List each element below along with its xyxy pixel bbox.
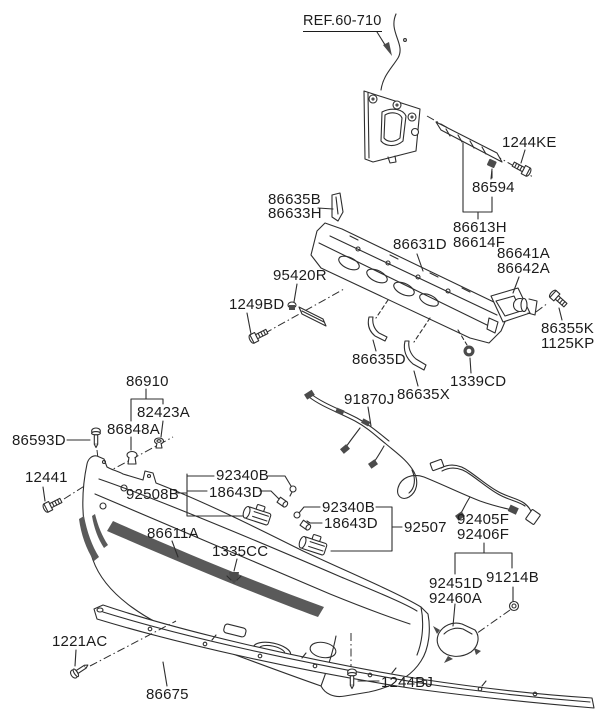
reflector-92451d-art: [433, 603, 481, 663]
part-label-92340b-1: 92340B: [216, 467, 269, 484]
part-label-92460a: 92460A: [429, 590, 482, 607]
harness-91870j-art: [304, 389, 519, 521]
part-label-86631d: 86631D: [393, 236, 447, 253]
part-label-86355k: 86355K: [541, 320, 594, 337]
part-label-86848a: 86848A: [107, 421, 160, 438]
part-label-1221ac: 1221AC: [52, 633, 108, 650]
part-label-86642a: 86642A: [497, 260, 550, 277]
bumper-cover-art: [79, 455, 430, 698]
part-label-86593d: 86593D: [12, 432, 66, 449]
part-label-86635b: 86635B: [268, 191, 321, 208]
bracket-86635d-art: [367, 299, 389, 352]
grommet-1339cd-art: [457, 329, 475, 374]
part-label-92451d: 92451D: [429, 575, 483, 592]
license-lamp-group2-art: [293, 506, 403, 556]
bracket-86635b-art: [317, 192, 344, 222]
camera-86641a-art: [490, 276, 570, 323]
part-label-91870j: 91870J: [344, 391, 395, 408]
part-label-86635x: 86635X: [397, 386, 450, 403]
trim-strip-art: [426, 115, 534, 220]
protector-86675-art: [68, 604, 595, 709]
part-label-1244ke: 1244KE: [502, 134, 557, 151]
part-label-18643d-2: 18643D: [324, 515, 378, 532]
part-label-92406f: 92406F: [457, 526, 510, 543]
part-label-92340b-2: 92340B: [322, 499, 375, 516]
bracket-86635x-art: [403, 317, 431, 387]
rail-86631d-art: [310, 222, 508, 344]
part-label-86594: 86594: [472, 179, 515, 196]
part-label-86611a: 86611A: [147, 525, 199, 542]
part-label-12441: 12441: [25, 469, 68, 486]
part-label-1339cd: 1339CD: [450, 373, 507, 390]
wiring-92405f-art: [429, 458, 541, 637]
body-panel-art: [363, 13, 421, 164]
part-label-86633h: 86633H: [268, 205, 322, 222]
license-lamp-group1-art: [175, 473, 297, 526]
transmitter-95420r-art: [246, 283, 345, 345]
ref-link-60-710[interactable]: REF.60-710: [303, 14, 382, 32]
part-label-95420r: 95420R: [273, 267, 327, 284]
part-label-86613h: 86613H: [453, 219, 507, 236]
part-label-86635d: 86635D: [352, 351, 406, 368]
part-label-82423a: 82423A: [137, 404, 190, 421]
part-label-92405f: 92405F: [457, 511, 510, 528]
part-label-86641a: 86641A: [497, 245, 550, 262]
part-label-1335cc: 1335CC: [212, 543, 269, 560]
part-label-86614f: 86614F: [453, 234, 506, 251]
part-label-1249bd: 1249BD: [229, 296, 285, 313]
part-label-86675: 86675: [146, 686, 189, 703]
part-label-86910: 86910: [126, 373, 169, 390]
part-label-18643d-1: 18643D: [209, 484, 263, 501]
part-label-92507: 92507: [404, 519, 447, 536]
clip-group-86910-art: [66, 388, 174, 477]
part-label-1244bj: 1244BJ: [381, 674, 434, 691]
part-label-1125kp: 1125KP: [541, 335, 595, 352]
part-label-91214b: 91214B: [486, 569, 539, 586]
part-label-92508b: 92508B: [126, 486, 179, 503]
